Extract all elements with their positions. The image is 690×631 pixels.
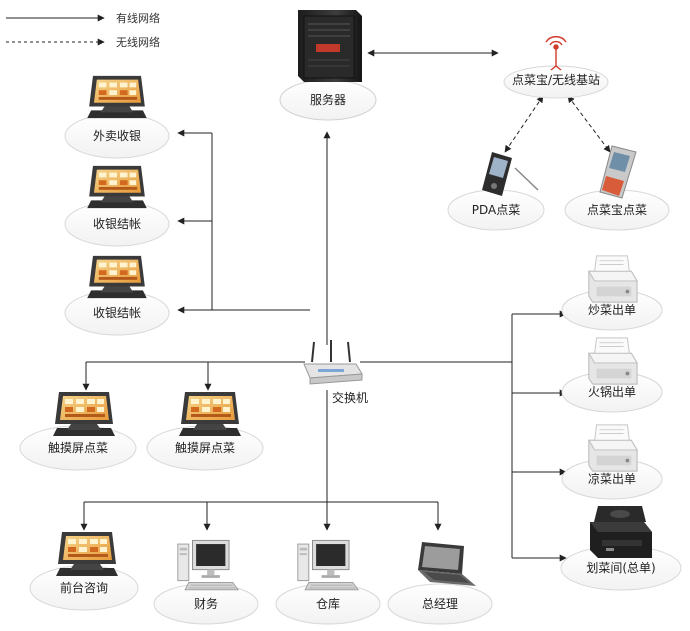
checkout-pos-2-label: 收银结帐 [93,305,141,320]
touch-order-1-label: 触摸屏点菜 [48,441,108,455]
manager-label: 总经理 [422,597,458,611]
pda-label: PDA点菜 [472,203,520,217]
desktop-pc-icon [177,539,239,591]
printer-stirfry-node[interactable]: 炒菜出单 [561,255,663,331]
pda-icon [482,152,539,196]
checkout-pos-1-label: 收银结帐 [93,216,141,231]
checkout-pos-2-node[interactable]: 收银结帐 [64,255,170,336]
takeout-pos-node[interactable]: 外卖收银 [64,75,170,159]
legend-wireless-label: 无线网络 [116,35,160,49]
printer-cold-node[interactable]: 凉菜出单 [561,424,663,500]
touch-order-1-node[interactable]: 触摸屏点菜 [19,392,137,471]
printer-master-label: 划菜间(总单) [586,561,655,575]
front-desk-label: 前台咨询 [60,580,108,595]
pos-terminal-icon [87,255,147,299]
server-icon [298,10,362,82]
pos-terminal-icon [87,75,147,119]
pos-terminal-icon [53,392,115,436]
server-node[interactable]: 服务器 [279,10,377,121]
wireless-links [504,95,611,153]
mobile-phone-icon [599,145,637,199]
printer-hotpot-label: 火锅出单 [588,384,636,399]
printer-master-node[interactable]: 划菜间(总单) [560,506,682,591]
connectors [80,49,567,562]
touch-order-2-label: 触摸屏点菜 [175,441,235,455]
front-desk-node[interactable]: 前台咨询 [29,532,139,611]
receipt-printer-icon [588,255,638,303]
printer-cold-label: 凉菜出单 [588,471,636,486]
pda-node[interactable]: PDA点菜 [447,152,545,231]
wireless-base-label: 点菜宝/无线基站 [512,73,600,87]
legend: 有线网络 无线网络 [6,11,160,49]
finance-node[interactable]: 财务 [153,539,259,625]
wireless-base-node[interactable]: 点菜宝/无线基站 [503,36,609,99]
receipt-printer-icon [588,337,638,385]
switch-node[interactable]: 交换机 [303,340,368,405]
receipt-printer-icon [588,424,638,472]
printer-hotpot-node[interactable]: 火锅出单 [561,337,663,413]
desktop-pc-icon [297,539,359,591]
laptop-icon [418,542,476,586]
server-label: 服务器 [310,92,346,107]
manager-node[interactable]: 总经理 [387,542,493,625]
manager-ellipse [387,583,493,625]
pos-terminal-icon [179,392,241,436]
antenna-icon [545,36,567,71]
pos-terminal-icon [87,165,147,209]
label-printer-icon [590,506,652,558]
printer-stirfry-label: 炒菜出单 [588,303,636,317]
phone-label: 点菜宝点菜 [587,203,647,217]
warehouse-label: 仓库 [316,596,340,611]
router-icon [303,340,363,385]
pos-terminal-icon [56,532,118,576]
takeout-pos-label: 外卖收银 [93,129,141,143]
warehouse-node[interactable]: 仓库 [275,539,381,625]
legend-wired-label: 有线网络 [116,11,160,25]
touch-order-2-node[interactable]: 触摸屏点菜 [146,392,264,471]
finance-label: 财务 [194,596,218,611]
phone-node[interactable]: 点菜宝点菜 [564,145,670,231]
checkout-pos-1-node[interactable]: 收银结帐 [64,165,170,247]
switch-label: 交换机 [332,390,368,405]
